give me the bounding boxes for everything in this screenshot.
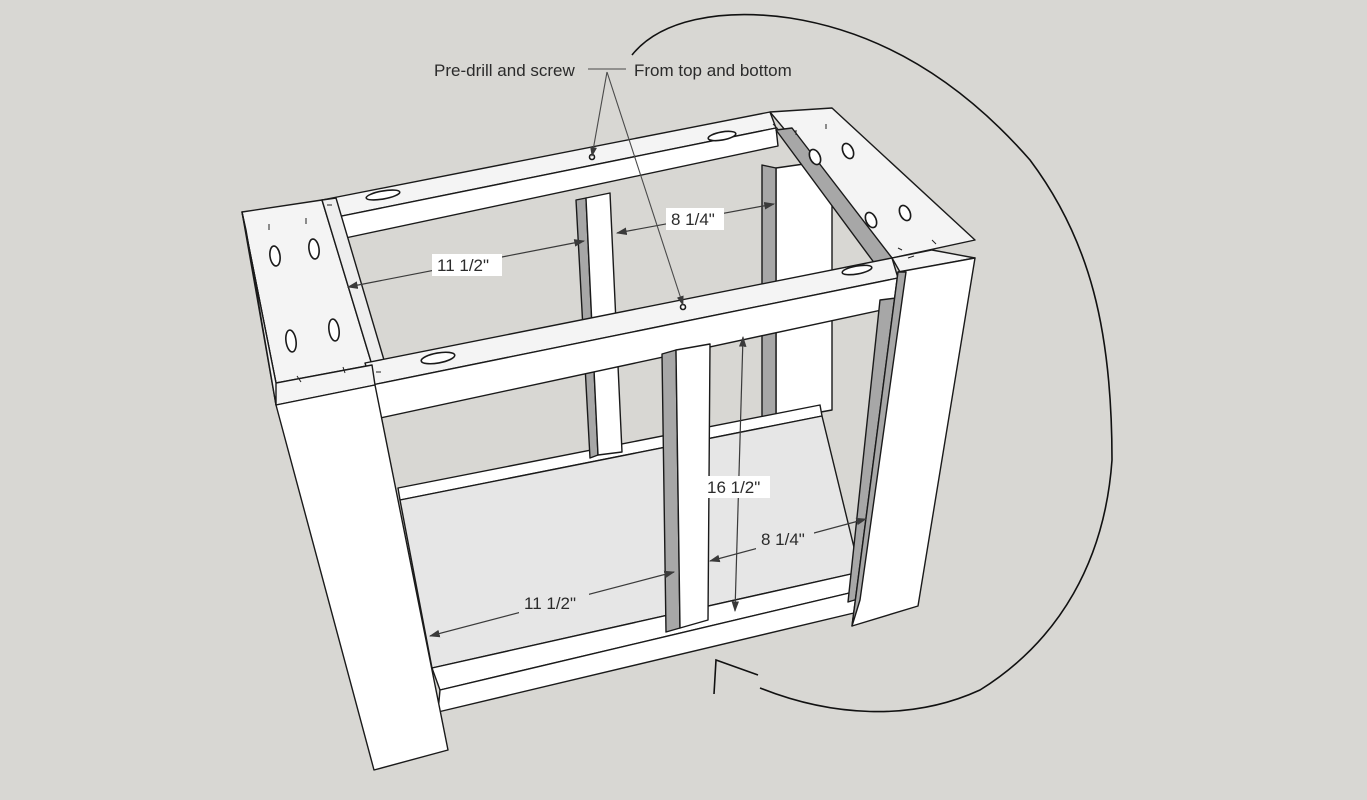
dim-bottom-width-label: 11 1/2" bbox=[524, 594, 576, 613]
back-top-rail-top bbox=[321, 111, 777, 219]
dim-height-line bbox=[731, 335, 747, 613]
front-left-leg-front bbox=[275, 384, 449, 771]
dim-height-label: 16 1/2" bbox=[707, 478, 760, 497]
rotation-arrow-curve bbox=[631, 13, 1113, 713]
front-stile bbox=[675, 343, 711, 629]
pocket-holes bbox=[269, 130, 912, 365]
callout-leader-to-front-hole bbox=[606, 71, 684, 306]
front-left-leg-outer bbox=[241, 211, 277, 406]
dim-top-depth-label: 8 1/4" bbox=[671, 210, 715, 229]
edge-ticks bbox=[268, 123, 937, 383]
dim-top-width-label: 11 1/2" bbox=[437, 256, 489, 275]
rotation-arrow-head bbox=[713, 658, 759, 695]
dim-bottom-depth-label: 8 1/4" bbox=[761, 530, 805, 549]
from-top-bottom-label: From top and bottom bbox=[634, 61, 792, 80]
predrill-label: Pre-drill and screw bbox=[434, 61, 575, 80]
callout-leader-to-back-hole bbox=[590, 71, 608, 157]
